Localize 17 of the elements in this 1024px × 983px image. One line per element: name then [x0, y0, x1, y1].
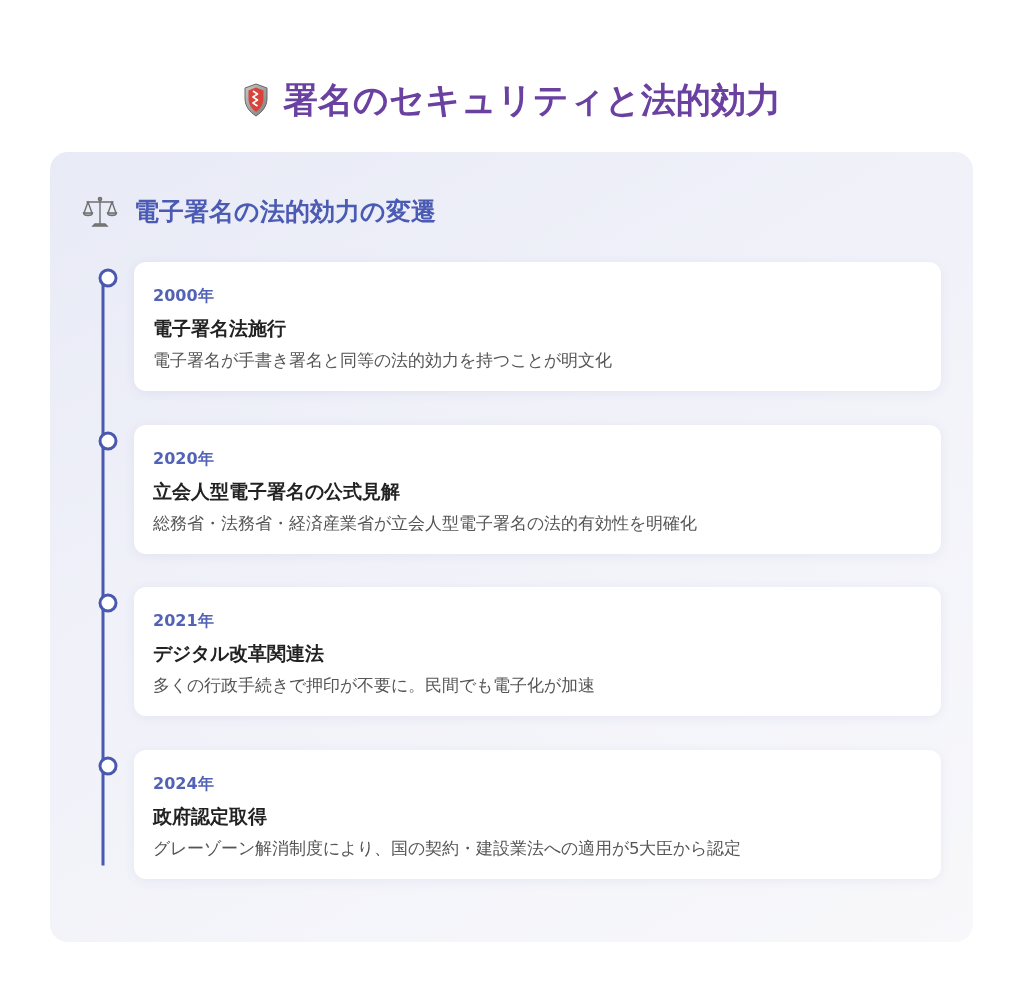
- timeline-card: [134, 262, 941, 391]
- event-title: 立会人型電子署名の公式見解: [153, 479, 401, 502]
- year-label: 2024年: [153, 772, 215, 795]
- section-heading: 電子署名の法的効力の変遷: [134, 196, 436, 228]
- timeline-panel: [50, 152, 973, 942]
- page-title: 署名のセキュリティと法的効力: [283, 79, 781, 122]
- event-description: グレーゾーン解消制度により、国の契約・建設業法への適用が5大臣から認定: [153, 837, 743, 860]
- event-title: 政府認定取得: [153, 804, 268, 827]
- year-label: 2020年: [153, 447, 215, 470]
- timeline-card: [134, 424, 941, 554]
- event-title: 電子署名法施行: [153, 317, 287, 339]
- year-label: 2021年: [153, 610, 215, 632]
- event-description: 総務省・法務省・経済産業省が立会人型電子署名の法的有効性を明確化: [153, 512, 698, 535]
- event-description: 電子署名が手書き署名と同等の法的効力を持つことが明文化: [153, 350, 613, 372]
- year-label: 2000年: [153, 285, 215, 307]
- event-title: デジタル改革関連法: [153, 642, 325, 664]
- event-description: 多くの行政手続きで押印が不要に。民間でも電子化が加速: [153, 675, 596, 697]
